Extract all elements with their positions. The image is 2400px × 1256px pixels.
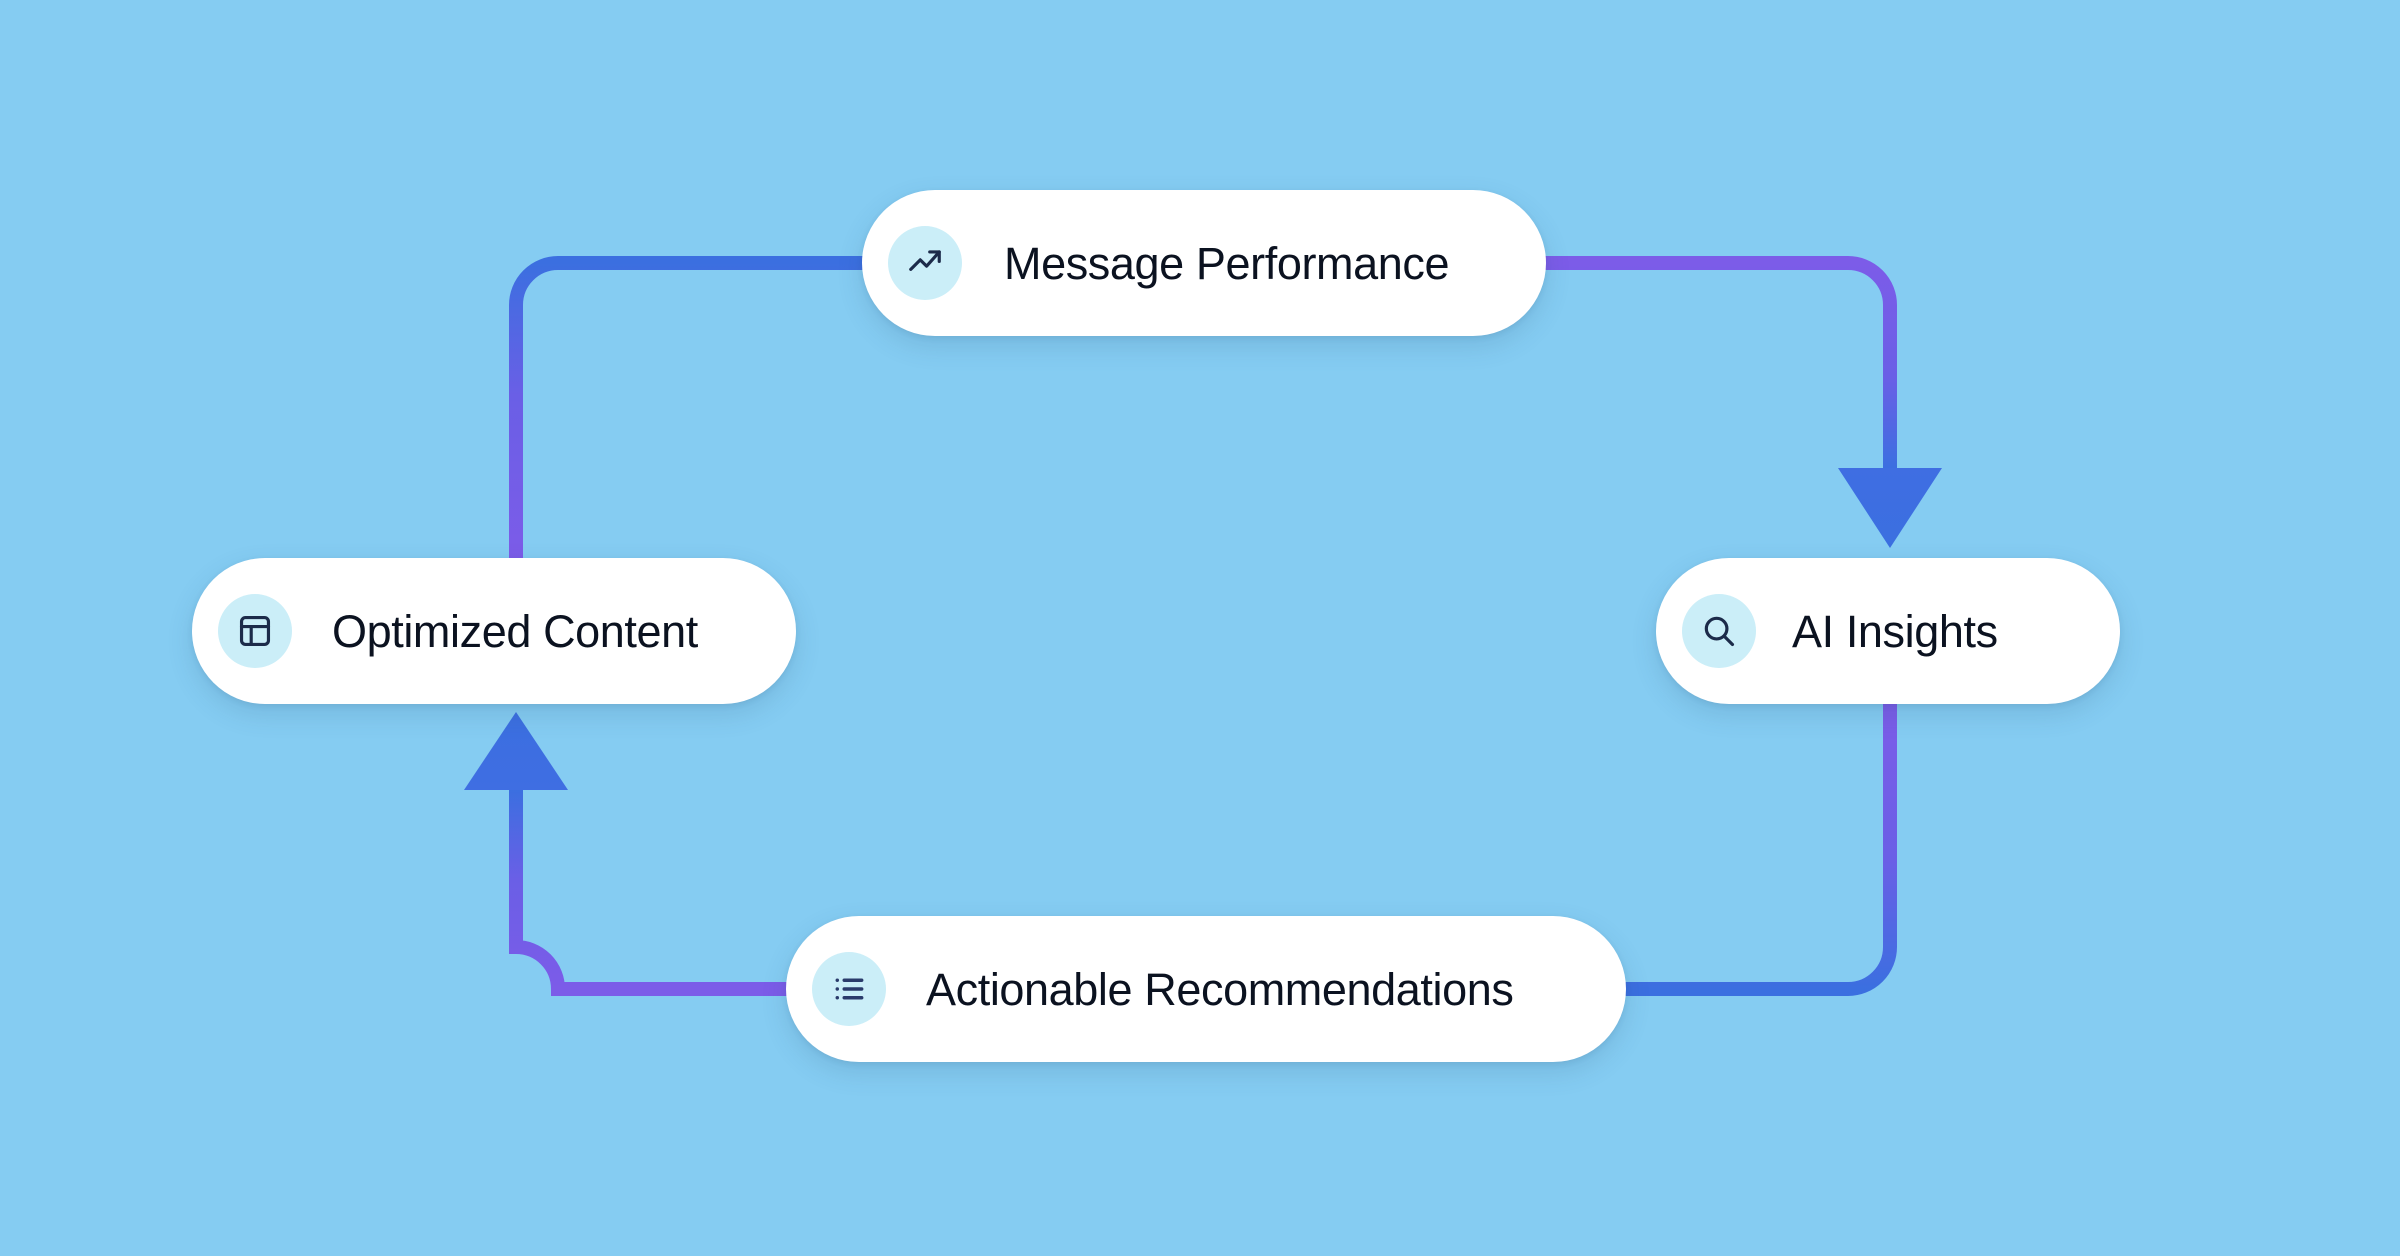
- search-icon: [1704, 616, 1735, 647]
- down-arrowhead: [1838, 468, 1942, 548]
- node-optimized-content[interactable]: Optimized Content: [192, 558, 796, 704]
- connector-optimized-content-to-message-performance: [509, 256, 869, 565]
- node-ai-insights[interactable]: AI Insights: [1656, 558, 2120, 704]
- list-bullet-icon-badge: [812, 952, 886, 1026]
- connector-ai-insights-to-actionable-recommendations: [1619, 697, 1897, 996]
- layout-panel-icon: [239, 615, 271, 647]
- layout-panel-icon-badge: [218, 594, 292, 668]
- search-icon-badge: [1682, 594, 1756, 668]
- connector-actionable-recommendations-to-optimized-content: [509, 783, 793, 996]
- node-label-optimized-content: Optimized Content: [332, 605, 698, 657]
- list-bullet-icon: [835, 978, 864, 1000]
- up-arrowhead: [464, 712, 568, 790]
- node-label-message-performance: Message Performance: [1004, 237, 1450, 289]
- node-actionable-recommendations[interactable]: Actionable Recommendations: [786, 916, 1626, 1062]
- connector-message-performance-to-ai-insights: [1539, 256, 1897, 477]
- node-label-actionable-recommendations: Actionable Recommendations: [926, 963, 1514, 1015]
- trending-up-icon: [909, 250, 941, 271]
- node-label-ai-insights: AI Insights: [1792, 605, 1998, 657]
- trending-up-icon-badge: [888, 226, 962, 300]
- node-message-performance[interactable]: Message Performance: [862, 190, 1546, 336]
